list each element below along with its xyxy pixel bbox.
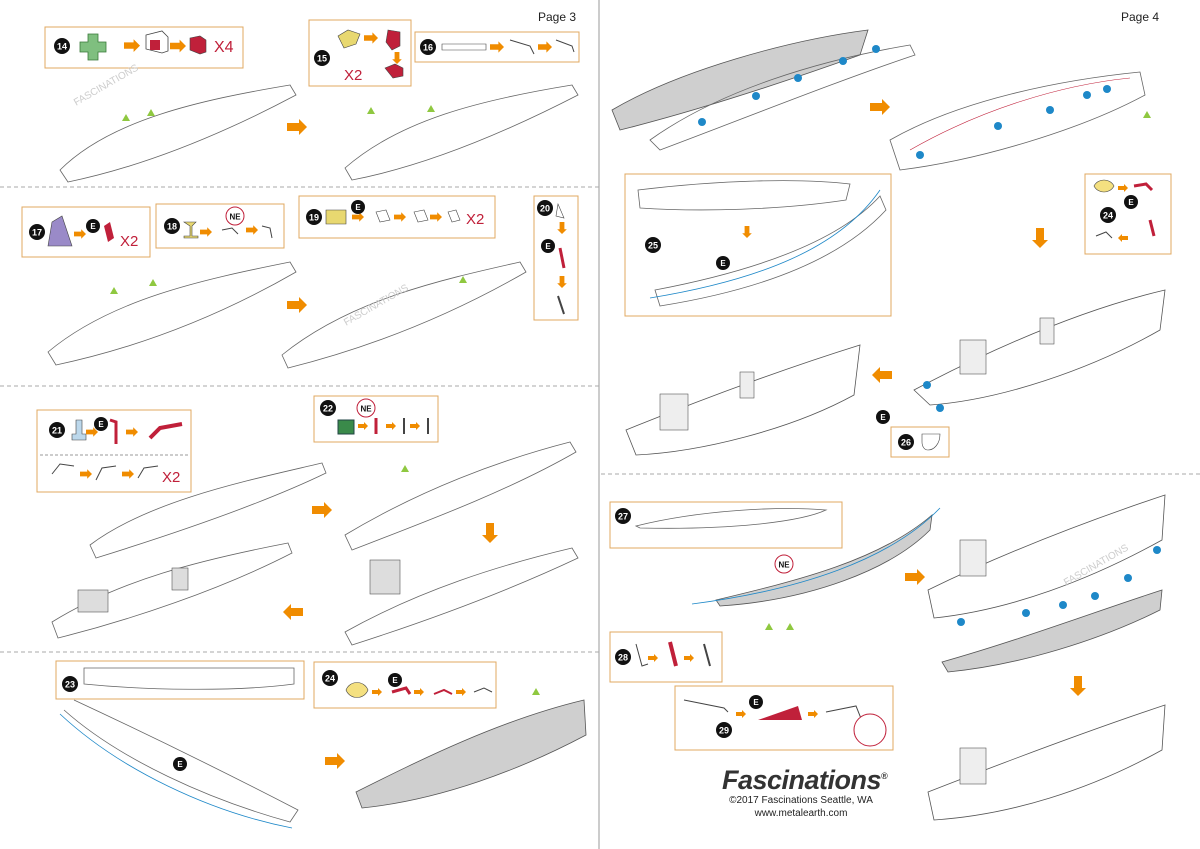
multiplier-19: X2 (466, 211, 484, 228)
tag-25: E (720, 259, 726, 268)
step-number-18: 18 (167, 222, 177, 232)
multiplier-21: X2 (162, 469, 180, 486)
step-number-15: 15 (317, 54, 327, 64)
step-number-21: 21 (52, 426, 62, 436)
blue-dots-bottom (957, 546, 1161, 626)
step-19: 19 E X2 (298, 195, 496, 239)
step-number-19: 19 (309, 213, 319, 223)
tag-24-page4: E (1128, 198, 1134, 207)
step-17: 17 E X2 (21, 206, 151, 258)
deck-hull-1 (47, 84, 579, 646)
tag-23: E (177, 760, 183, 769)
alignment-triangles (110, 105, 1151, 695)
step-number-23: 23 (65, 680, 75, 690)
step-number-16: 16 (423, 43, 433, 53)
tag-27: NE (778, 561, 790, 570)
hull-assembly-top (611, 29, 1146, 171)
step-29: E 29 (674, 685, 894, 751)
step-number-25: 25 (648, 241, 658, 251)
step-26: 26 E (876, 381, 950, 458)
step-number-24: 24 (325, 674, 335, 684)
tag-21: E (98, 420, 104, 429)
step-15: 15 X2 (308, 19, 412, 87)
multiplier-15: X2 (344, 67, 362, 84)
tag-20: E (545, 242, 551, 251)
blue-dots-top (698, 45, 1111, 159)
registered-mark: ® (881, 771, 888, 781)
ship-left-page4 (625, 344, 861, 456)
ship-bottom-right (927, 494, 1166, 821)
step-number-26: 26 (901, 438, 911, 448)
step-25: 25 E (624, 173, 892, 317)
gray-hull-page3 (355, 699, 587, 809)
step-14: 14 X4 (44, 26, 244, 69)
step-27: 27 NE (609, 501, 941, 607)
multiplier-14: X4 (214, 39, 234, 56)
step-number-29: 29 (719, 726, 729, 736)
step-24: 24 E (313, 661, 497, 709)
tag-26: E (880, 413, 886, 422)
ship-mid-page4 (913, 289, 1166, 406)
step-number-28: 28 (618, 653, 628, 663)
step-28: 28 (609, 631, 723, 683)
step-21: 21 E X2 (36, 409, 192, 493)
website-link[interactable]: www.metalearth.com (754, 808, 848, 819)
ship-silhouettes-page3 (77, 559, 401, 613)
step-number-17: 17 (32, 228, 42, 238)
tag-17: E (90, 222, 96, 231)
tag-18: NE (229, 213, 241, 222)
step-23: 23 E (55, 660, 305, 829)
step-number-20: 20 (540, 204, 550, 214)
brand-name: Fascinations (722, 765, 882, 795)
step-number-22: 22 (323, 404, 333, 414)
step-number-24-page4: 24 (1103, 211, 1113, 221)
tag-24: E (392, 676, 398, 685)
step-24-page4: 24 E (1084, 173, 1172, 255)
step-20: 20 E (533, 195, 579, 321)
multiplier-17: X2 (120, 233, 138, 250)
brand-logo: Fascinations® (722, 765, 888, 796)
copyright-text: ©2017 Fascinations Seattle, WA (729, 795, 873, 806)
step-22: 22 NE (313, 395, 439, 443)
step-number-27: 27 (618, 512, 628, 522)
tag-29: E (753, 698, 759, 707)
tag-19: E (355, 203, 361, 212)
step-16: 16 (414, 31, 580, 63)
page-label-left: Page 3 (538, 10, 577, 24)
step-number-14: 14 (57, 42, 67, 52)
step-18: 18 NE (155, 203, 285, 249)
page-label-right: Page 4 (1121, 10, 1160, 24)
tag-22: NE (360, 405, 372, 414)
